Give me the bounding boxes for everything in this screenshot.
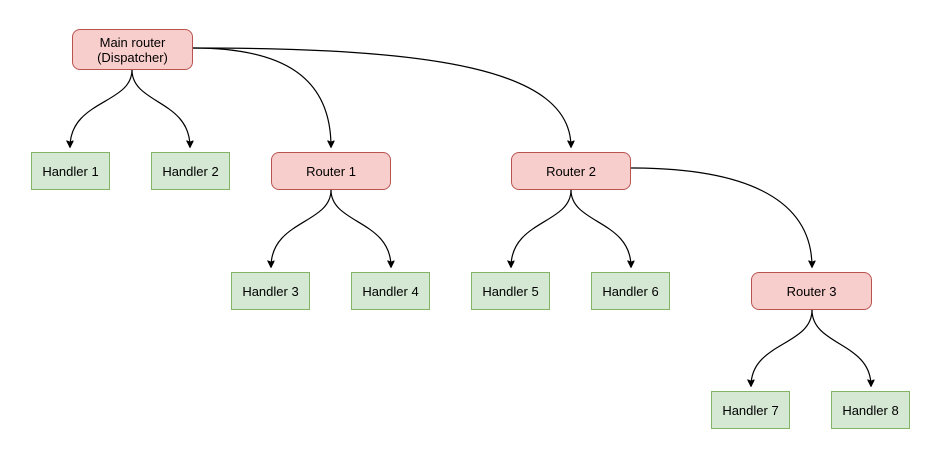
node-router-3[interactable]: Router 3 — [751, 272, 872, 310]
node-handler-8[interactable]: Handler 8 — [831, 391, 910, 429]
node-router-1[interactable]: Router 1 — [271, 152, 391, 190]
node-label-handler-6: Handler 6 — [602, 283, 659, 299]
node-label-router-3: Router 3 — [786, 283, 837, 299]
node-handler-3[interactable]: Handler 3 — [231, 272, 310, 310]
edge-router-3-to-handler-7 — [751, 309, 813, 386]
node-label-handler-8: Handler 8 — [842, 402, 899, 418]
edge-main-to-router-2 — [192, 47, 571, 147]
node-router-2[interactable]: Router 2 — [511, 152, 631, 190]
node-label-handler-4: Handler 4 — [362, 283, 419, 299]
edge-router-2-to-router-3 — [630, 167, 812, 267]
edge-router-1-to-handler-3 — [271, 189, 332, 267]
edge-main-to-handler-2 — [131, 69, 190, 147]
node-handler-5[interactable]: Handler 5 — [471, 272, 550, 310]
node-handler-2[interactable]: Handler 2 — [151, 152, 230, 190]
node-handler-1[interactable]: Handler 1 — [31, 152, 110, 190]
node-label-handler-3: Handler 3 — [242, 283, 299, 299]
edge-main-to-handler-1 — [70, 69, 133, 147]
node-label-main-router: Main router (Dispatcher) — [97, 34, 168, 65]
node-label-router-1: Router 1 — [306, 163, 356, 179]
node-label-router-2: Router 2 — [546, 163, 596, 179]
node-label-handler-1: Handler 1 — [42, 163, 99, 179]
node-main-router[interactable]: Main router (Dispatcher) — [72, 29, 193, 70]
edge-router-3-to-handler-8 — [811, 309, 871, 386]
edge-router-1-to-handler-4 — [330, 189, 391, 267]
edge-main-to-router-1 — [192, 47, 331, 147]
edge-router-2-to-handler-6 — [570, 189, 631, 267]
node-handler-7[interactable]: Handler 7 — [711, 391, 790, 429]
node-handler-4[interactable]: Handler 4 — [351, 272, 430, 310]
node-label-handler-5: Handler 5 — [482, 283, 539, 299]
node-label-handler-2: Handler 2 — [162, 163, 219, 179]
node-label-handler-7: Handler 7 — [722, 402, 779, 418]
edge-router-2-to-handler-5 — [511, 189, 572, 267]
edges-group — [70, 47, 871, 386]
node-handler-6[interactable]: Handler 6 — [591, 272, 670, 310]
